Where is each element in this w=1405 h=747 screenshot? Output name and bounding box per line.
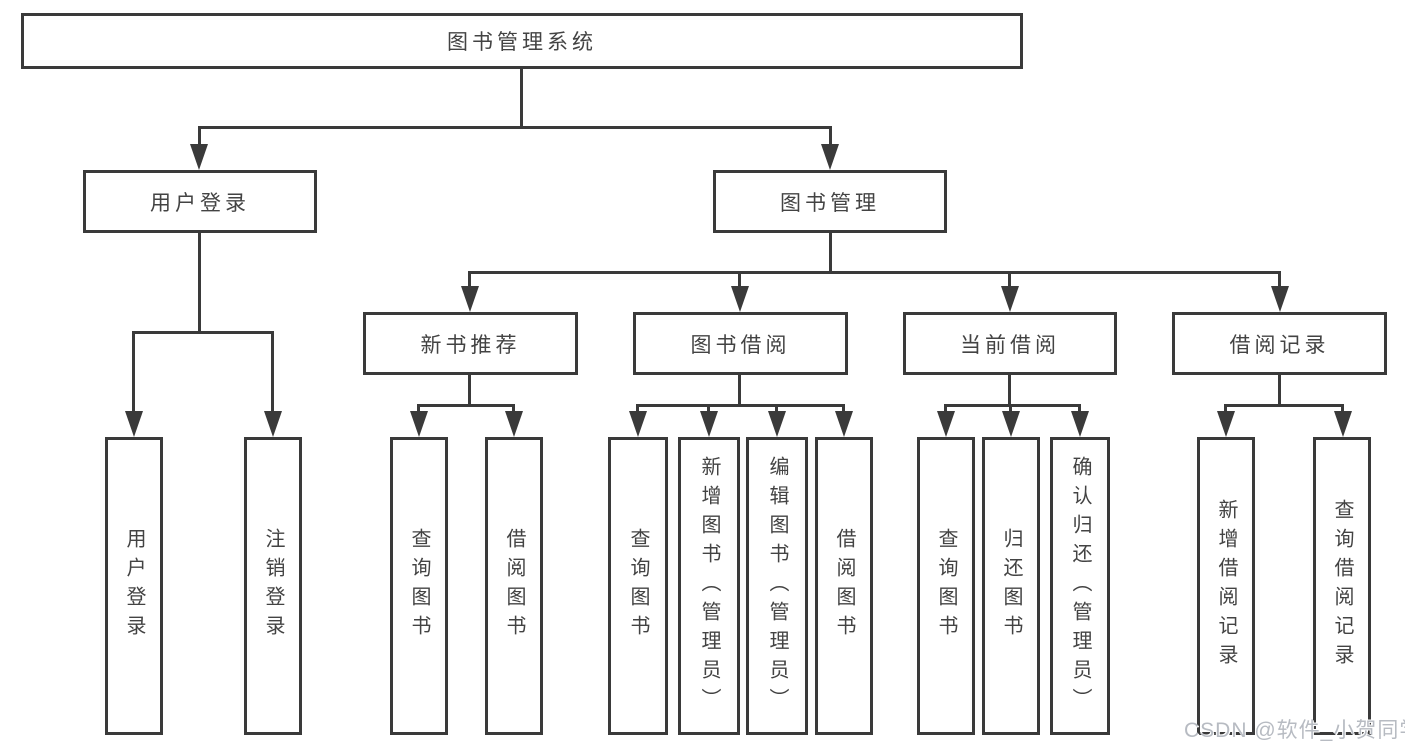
v-line	[198, 233, 201, 333]
arrow-stub	[636, 404, 639, 414]
h-line	[636, 404, 845, 407]
node-label: 新书推荐	[420, 333, 521, 357]
v-line	[738, 375, 741, 406]
arrowhead-icon	[821, 144, 839, 170]
h-line	[468, 271, 1281, 274]
arrowhead-icon	[835, 411, 853, 437]
node-label: 新增图书（管理员）	[698, 455, 720, 717]
v-line	[468, 375, 471, 406]
node-library-management-system: 图书管理系统	[21, 13, 1023, 69]
h-line	[198, 126, 831, 129]
v-line	[1278, 375, 1281, 406]
v-line	[520, 69, 523, 127]
node-leaf-confirm-return-admin: 确认归还（管理员）	[1050, 437, 1110, 735]
arrow-stub	[271, 331, 274, 412]
node-label: 确认归还（管理员）	[1069, 455, 1091, 717]
node-label: 新增借阅记录	[1215, 499, 1237, 673]
arrow-stub	[198, 126, 201, 148]
node-leaf-borrow-books-1: 借阅图书	[485, 437, 543, 735]
node-label: 注销登录	[262, 528, 284, 644]
arrow-stub	[842, 404, 845, 414]
node-label: 查询图书	[627, 528, 649, 644]
node-borrowing-records: 借阅记录	[1172, 312, 1387, 375]
arrowhead-icon	[731, 286, 749, 312]
arrowhead-icon	[1071, 411, 1089, 437]
node-leaf-borrow-books-2: 借阅图书	[815, 437, 873, 735]
node-label: 借阅记录	[1229, 333, 1330, 357]
node-label: 借阅图书	[833, 528, 855, 644]
node-leaf-query-books-3: 查询图书	[917, 437, 975, 735]
node-label: 查询图书	[408, 528, 430, 644]
node-leaf-return-books: 归还图书	[982, 437, 1040, 735]
node-label: 借阅图书	[503, 528, 525, 644]
arrow-stub	[1078, 404, 1081, 414]
node-leaf-logout: 注销登录	[244, 437, 302, 735]
node-leaf-query-books-1: 查询图书	[390, 437, 448, 735]
node-leaf-query-borrow-record: 查询借阅记录	[1313, 437, 1371, 735]
h-line	[132, 331, 274, 334]
arrow-stub	[1278, 271, 1281, 290]
arrow-stub	[1341, 404, 1344, 414]
arrowhead-icon	[768, 411, 786, 437]
arrow-stub	[132, 331, 135, 412]
arrowhead-icon	[505, 411, 523, 437]
v-line	[829, 233, 832, 273]
node-label: 图书管理	[780, 191, 880, 215]
node-label: 当前借阅	[960, 333, 1060, 357]
arrowhead-icon	[1334, 411, 1352, 437]
arrowhead-icon	[190, 144, 208, 170]
node-leaf-user-login: 用户登录	[105, 437, 163, 735]
v-line	[1008, 375, 1011, 406]
arrowhead-icon	[264, 411, 282, 437]
node-label: 编辑图书（管理员）	[766, 455, 788, 717]
node-leaf-edit-books-admin: 编辑图书（管理员）	[746, 437, 808, 735]
node-label: 归还图书	[1000, 528, 1022, 644]
h-line	[1224, 404, 1344, 407]
arrow-stub	[1224, 404, 1227, 414]
node-book-management: 图书管理	[713, 170, 947, 233]
arrow-stub	[738, 271, 741, 290]
node-label: 查询图书	[935, 528, 957, 644]
node-label: 用户登录	[150, 191, 250, 215]
arrowhead-icon	[125, 411, 143, 437]
arrowhead-icon	[461, 286, 479, 312]
node-label: 用户登录	[123, 528, 145, 644]
arrowhead-icon	[937, 411, 955, 437]
arrowhead-icon	[1002, 411, 1020, 437]
arrowhead-icon	[410, 411, 428, 437]
arrowhead-icon	[629, 411, 647, 437]
arrow-stub	[775, 404, 778, 414]
arrowhead-icon	[1217, 411, 1235, 437]
node-leaf-add-books-admin: 新增图书（管理员）	[678, 437, 740, 735]
node-user-login: 用户登录	[83, 170, 317, 233]
node-leaf-query-books-2: 查询图书	[608, 437, 668, 735]
node-label: 图书借阅	[690, 333, 791, 357]
arrow-stub	[1008, 271, 1011, 290]
h-line	[944, 404, 1081, 407]
arrowhead-icon	[1271, 286, 1289, 312]
arrow-stub	[417, 404, 420, 414]
arrow-stub	[468, 271, 471, 290]
arrow-stub	[707, 404, 710, 414]
arrow-stub	[1009, 404, 1012, 414]
node-leaf-add-borrow-record: 新增借阅记录	[1197, 437, 1255, 735]
node-new-book-recommendation: 新书推荐	[363, 312, 578, 375]
node-label: 图书管理系统	[447, 31, 597, 54]
arrowhead-icon	[700, 411, 718, 437]
arrowhead-icon	[1001, 286, 1019, 312]
node-label: 查询借阅记录	[1331, 499, 1353, 673]
arrow-stub	[944, 404, 947, 414]
arrow-stub	[829, 126, 832, 148]
node-current-borrowing: 当前借阅	[903, 312, 1117, 375]
arrow-stub	[512, 404, 515, 414]
h-line	[417, 404, 515, 407]
node-book-borrowing: 图书借阅	[633, 312, 848, 375]
csdn-watermark: CSDN @软件_小贺同学	[1184, 719, 1405, 742]
